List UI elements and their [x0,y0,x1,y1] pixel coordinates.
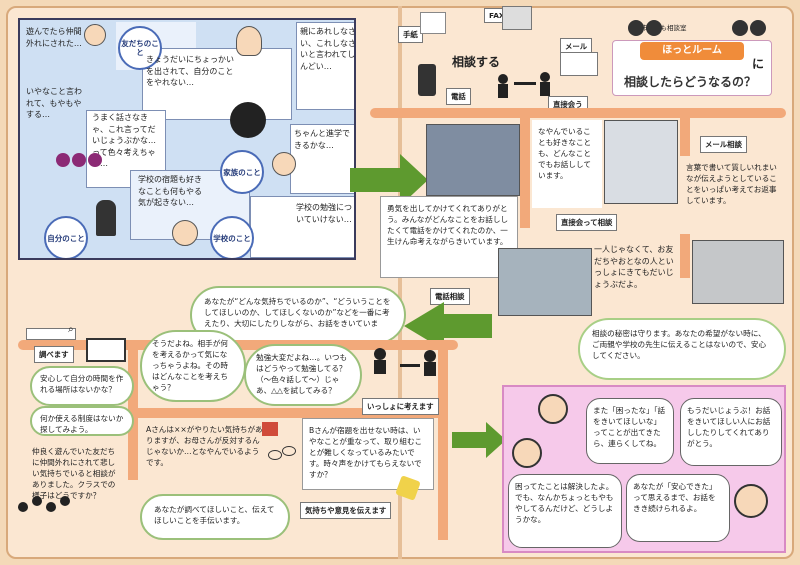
phone-consult-photo [426,124,520,196]
consult-heading: 相談する [452,55,501,69]
convey-label: 気持ちや意見を伝えます [300,502,392,519]
search-icon: ⌕ [68,324,74,335]
worry-text: 親にあれしなさい、これしなさいと言われてしんどい… [300,27,356,71]
student-icon [272,152,296,176]
arrow-right [350,154,428,206]
result-bubble: 困ってたことは解決したよ。でも、なんかちょっともやもやしてるんだけど、どうしよう… [508,474,622,548]
mail-consult-photo [692,240,784,304]
discussion-icon [370,346,442,386]
dialogue-bubble: 勉強大変だよね…。いつもはどうやって勉強してる？（〜色々話して〜）じゃあ、△△を… [244,344,362,406]
companion-text: 一人じゃなくて、お友だちやおとなの人といっしょにきてもだいじょうぶだよ。 [594,245,674,289]
support-note: あなたが調べてほしいこと、伝えてほしいことを手伝います。 [140,494,290,540]
shard [296,22,354,110]
child-face-icon [538,394,568,424]
dialogue-bubble: そうだよね。相手が何を考えるかって気になっちゃうよね。その時はどんなことを考えち… [140,330,246,402]
together-label: いっしょに考えます [362,398,439,415]
parent-icon [236,26,262,56]
worries-panel: 友だちのこと 家族のこと 自分のこと 学校のこと 遊んでたら仲間外れにされた… … [18,18,356,260]
head-holding-icon [230,102,266,138]
shard [250,196,354,258]
direct-consult-text: なやんでいることも好きなことも、どんなことでもお話ししています。 [532,120,602,208]
phone-icon [418,64,436,96]
mail-consult-label: メール相談 [700,136,747,153]
room-photo [498,248,592,316]
flow-band [520,108,530,228]
research-label: 調べます [34,346,74,363]
worry-text: きょうだいにちょっかいを出されて、自分のことをやれない… [146,55,234,88]
case-text: 仲良く遊んでいた友だちに仲間外れにされて悲しい気持ちでいると相談がありました。ク… [26,440,128,500]
flow-band [138,408,438,418]
label-friends: 友だちのこと [118,26,162,70]
label-school: 学校のこと [210,216,254,258]
worry-text: いやなこと言われて、もやもやする… [26,87,82,120]
letter-label: 手紙 [398,26,423,43]
speech-icon [268,446,298,470]
worry-text: ちゃんと進学できるかな… [294,129,350,150]
fax-icon [502,6,532,30]
child-icon [84,24,106,46]
mail-envelope-icon [560,52,598,76]
flow-band [438,340,448,540]
case-text: Bさんが宿題を出せない時は、いやなことが重なって、取り組むことが難しくなっている… [302,418,434,490]
book-icon [86,338,126,362]
phone-consult-text: 勇気を出してかけてくれてありがとう。みんながどんなことをお話ししたくて電話をかけ… [380,196,518,278]
arrow-down [404,300,492,350]
direct-consult-label: 直接会って相談 [556,214,618,231]
label-self: 自分のこと [44,216,88,258]
secrecy-note: 相談の秘密は守ります。あなたの希望がない時に、ご両親や学校の先生に伝えることはな… [578,318,786,380]
mail-consult-text: 言葉で書いて質しいれまいなが伝えようとしていることをいっぱい考えてお返事していま… [680,156,786,234]
meeting-icon [498,72,554,98]
result-bubble: もうだいじょうぶ！お話をきいてほしい人にお話ししたりしてくれてありがとう。 [680,398,782,466]
case-text: Aさんは××がやりたい気持ちがありますが、お母さんが反対するんじゃないか…となや… [140,418,270,484]
flow-band [128,340,138,480]
staff-icon [628,16,778,38]
research-idea: 安心して自分の時間を作れる場所はないかな？ [30,366,134,406]
fruits-icon [56,152,116,168]
label-family: 家族のこと [220,150,264,194]
search-box [26,328,76,340]
direct-consult-photo [604,120,678,204]
worry-text: 学校の勉強についていけない… [296,203,352,224]
arrow-right [452,422,506,458]
research-idea: 何か使える制度はないか探してみよう。 [30,406,134,436]
center-fold [398,6,402,559]
worry-text: 学校の宿題も好きなことも何もやる気が起きない… [138,175,202,208]
sitting-child-icon [96,200,116,236]
phone-consult-label: 電話相談 [430,288,470,305]
flow-band [370,108,786,118]
logo: ほっとルーム [640,42,744,60]
worry-text: 遊んでたら仲間外れにされた… [26,27,82,48]
result-bubble: また「困ったな」「話をきいてほしいな」ってことが出てきたら、連らくしてね。 [586,398,674,464]
page-title: 相談したらどうなるの？ [624,75,757,89]
counselor-face-icon [734,484,768,518]
title-ni: に [752,57,765,71]
phone-label: 電話 [446,88,471,105]
child-face-icon [512,438,542,468]
school-icon [262,422,278,436]
worried-child-icon [172,220,198,246]
group-icon [18,496,72,520]
shard [142,48,292,120]
letter-icon [420,12,446,34]
result-bubble: あなたが「安心できた」って思えるまで、お話をきき続けられるよ。 [626,474,730,542]
